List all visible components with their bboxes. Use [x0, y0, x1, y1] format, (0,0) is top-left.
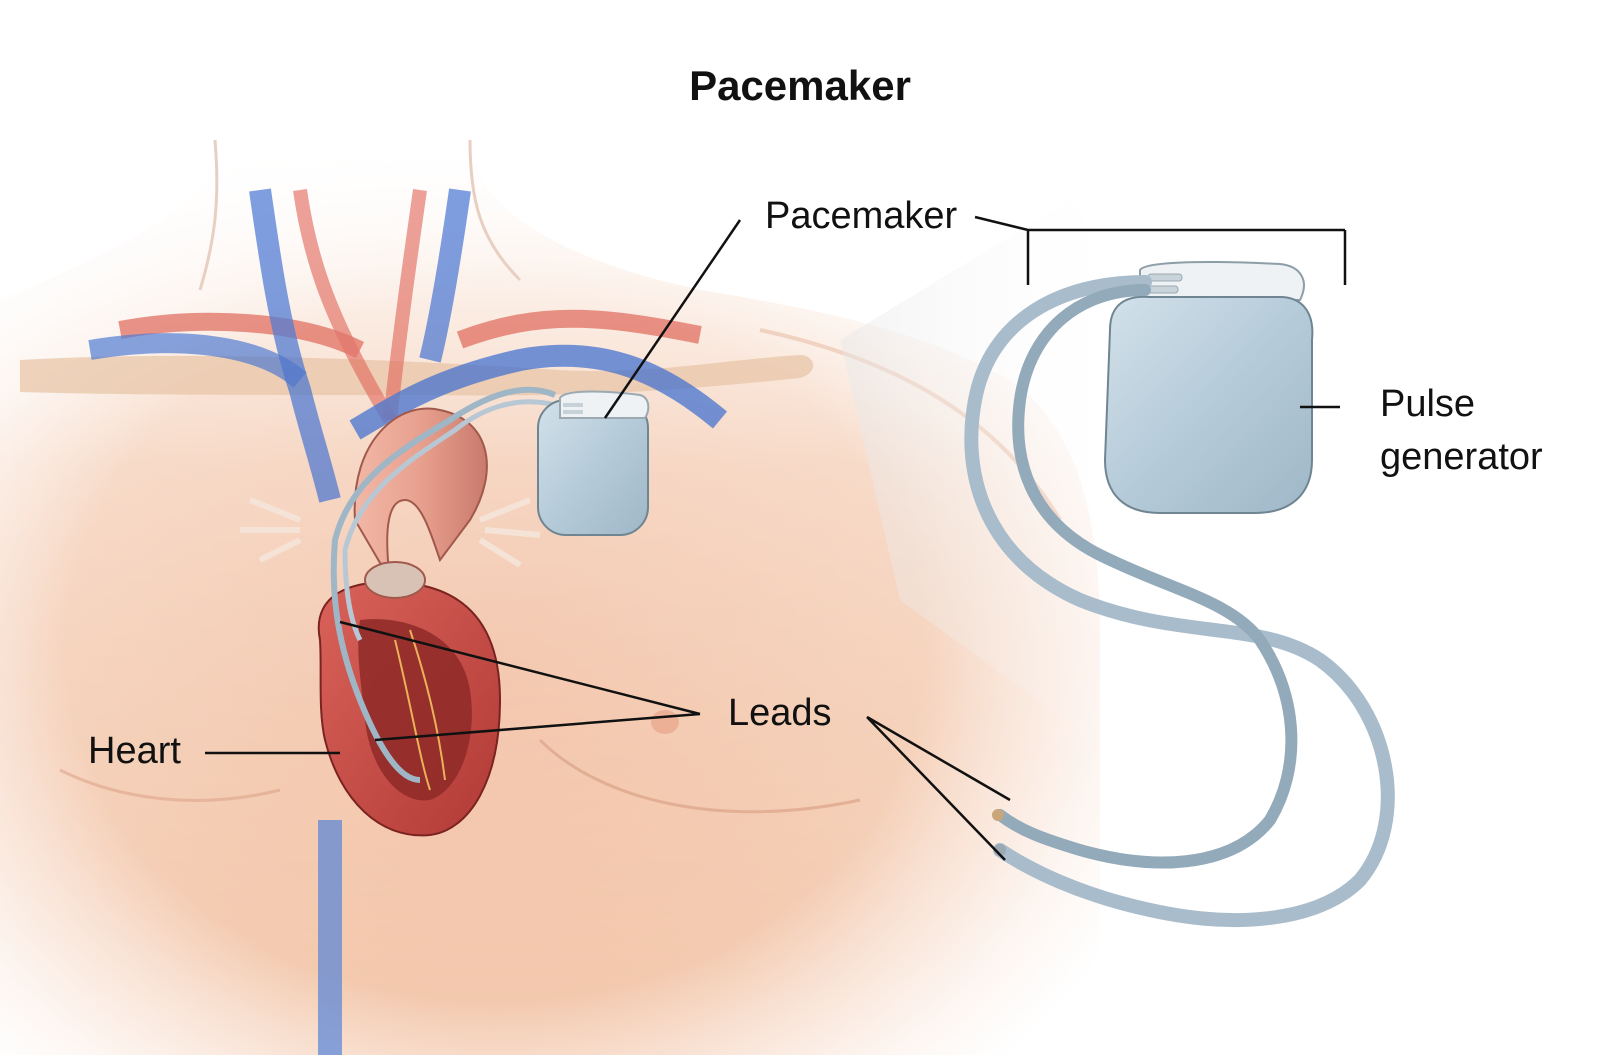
label-pacemaker: Pacemaker [765, 195, 958, 237]
pacemaker-leader-line [603, 219, 742, 419]
leads-leader-lines [339, 620, 701, 742]
label-lines [205, 215, 1347, 861]
body-leads [330, 386, 557, 783]
leads-external-leader-lines [866, 715, 1011, 861]
pulse-generator-illustration [964, 261, 1395, 927]
label-heart: Heart [88, 730, 181, 772]
pacemaker-bracket-line [974, 215, 1347, 285]
diagram-title: Pacemaker [689, 62, 911, 109]
heart [240, 407, 541, 837]
torso [0, 139, 1100, 1055]
label-pulse-line2: generator [1380, 436, 1543, 478]
label-pulse-line1: Pulse [1380, 383, 1476, 425]
implanted-pacemaker [537, 390, 650, 536]
zoom-cone [840, 200, 1140, 760]
blood-vessels [88, 188, 728, 1055]
label-leads: Leads [728, 692, 832, 734]
